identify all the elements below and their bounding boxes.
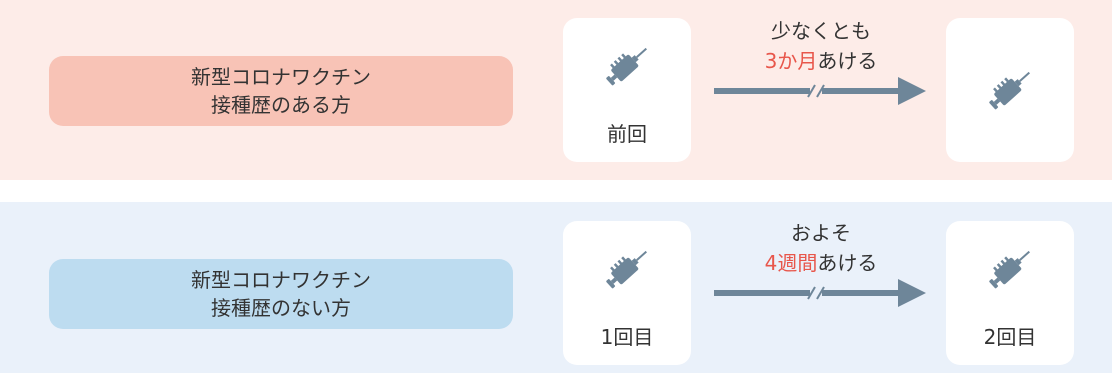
arrow-right-icon [714,279,926,307]
group-label-without-history: 新型コロナワクチン 接種歴のない方 [49,259,513,329]
interval-suffix: あける [817,251,878,275]
group-label-line1: 新型コロナワクチン [191,65,371,89]
interval-suffix: あける [817,49,878,73]
previous-dose-card: 前回 [563,18,691,162]
syringe-icon [601,243,652,292]
panel-without-history: 新型コロナワクチン 接種歴のない方 1回目 およそ 4週間あける 2回目 [0,202,1112,373]
group-label-line2: 接種歴のない方 [211,296,351,320]
second-dose-label: 2回目 [983,325,1037,349]
first-dose-label: 1回目 [600,325,654,349]
group-label-line1: 新型コロナワクチン [191,268,371,292]
interval-text-with-history: 少なくとも 3か月あける [714,16,928,76]
first-dose-card: 1回目 [563,221,691,365]
interval-prefix: 少なくとも [771,19,871,43]
second-dose-card: 2回目 [946,221,1074,365]
syringe-icon [601,40,652,89]
interval-duration-line: 4週間あける [714,248,928,278]
next-dose-card [946,18,1074,162]
syringe-icon [984,64,1035,113]
interval-text-without-history: およそ 4週間あける [714,218,928,278]
interval-highlight: 3か月 [764,49,818,73]
group-label-line2: 接種歴のある方 [211,93,351,117]
arrow-right-icon [714,77,926,105]
interval-duration-line: 3か月あける [714,46,928,76]
previous-dose-label: 前回 [607,122,647,146]
group-label-with-history: 新型コロナワクチン 接種歴のある方 [49,56,513,126]
syringe-icon [984,243,1035,292]
interval-prefix: およそ [791,221,851,245]
interval-highlight: 4週間 [764,251,818,275]
panel-with-history: 新型コロナワクチン 接種歴のある方 前回 少なくとも 3か月あける [0,0,1112,180]
